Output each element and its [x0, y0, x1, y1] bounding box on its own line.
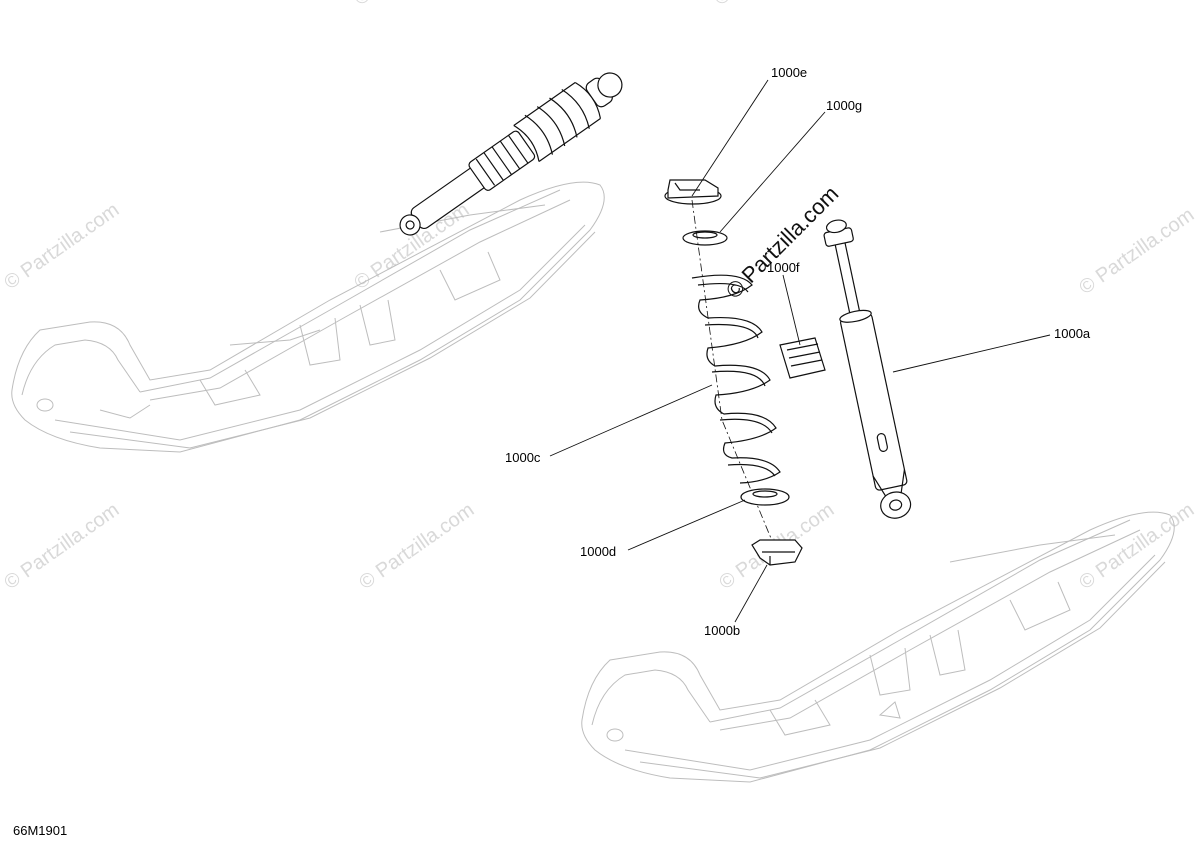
diagram-code: 66M1901	[13, 823, 67, 838]
watermark-text: © Partzilla.com	[1075, 499, 1198, 594]
watermark-text: © Partzilla.com	[1075, 204, 1198, 299]
watermark-text: © Partzilla.com	[0, 199, 123, 294]
watermark-text: © Partzilla.com	[350, 0, 473, 10]
ski-right	[581, 511, 1175, 783]
callout-labels: 1000e 1000g 1000f 1000a 1000c 1000d 1000…	[505, 65, 1091, 638]
watermark-text: © Partzilla.com	[0, 499, 123, 594]
leader-lines	[549, 79, 1051, 623]
callout-1000a: 1000a	[1054, 326, 1091, 341]
callout-1000f: 1000f	[767, 260, 800, 275]
ski-left	[11, 181, 605, 453]
lower-seat-part	[740, 488, 790, 506]
callout-1000g: 1000g	[826, 98, 862, 113]
callout-1000d: 1000d	[580, 544, 616, 559]
spring-seat-part	[682, 230, 728, 246]
coil-spring-part	[691, 274, 781, 484]
spring-retainer-part	[664, 179, 722, 205]
callout-1000c: 1000c	[505, 450, 541, 465]
bottom-retainer-part	[751, 539, 803, 566]
assembled-shock	[399, 72, 623, 236]
callout-1000b: 1000b	[704, 623, 740, 638]
bushing-part	[779, 337, 826, 379]
watermark-text: © Partzilla.com	[710, 0, 833, 10]
watermark-text: © Partzilla.com	[355, 499, 478, 594]
callout-1000e: 1000e	[771, 65, 807, 80]
shock-absorber-part	[823, 219, 912, 519]
